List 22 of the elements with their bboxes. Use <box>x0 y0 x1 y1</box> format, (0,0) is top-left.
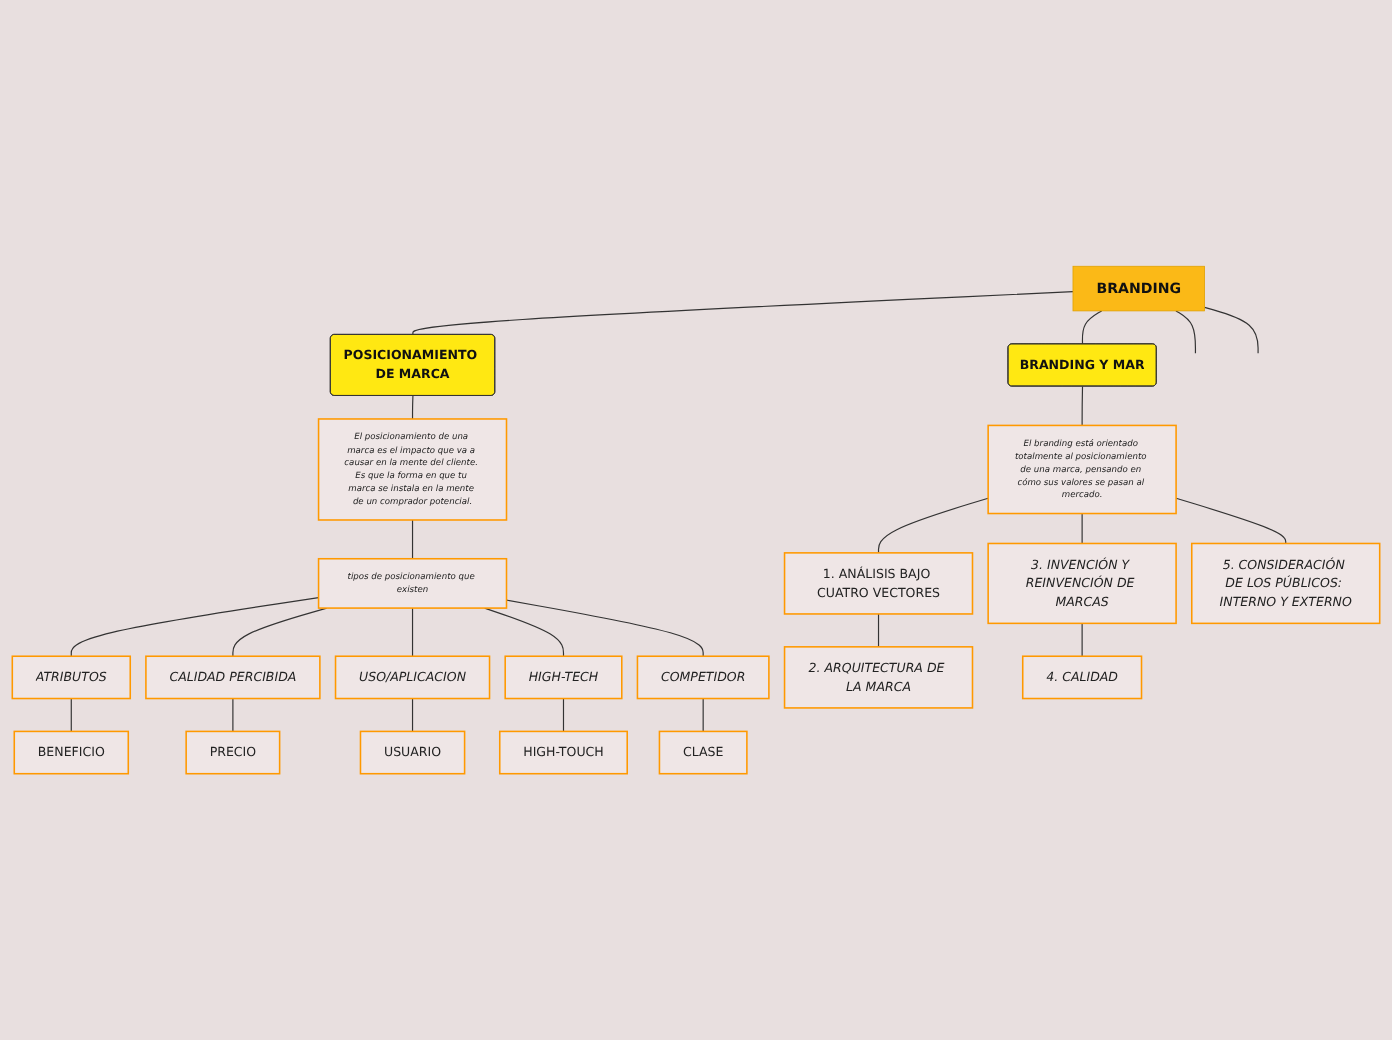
connector <box>1175 310 1197 354</box>
connector <box>411 395 414 420</box>
connector <box>1081 310 1103 345</box>
connector <box>1081 385 1084 426</box>
connector <box>702 697 704 732</box>
connector <box>1081 512 1083 545</box>
connector <box>1175 497 1287 545</box>
connector <box>1204 306 1259 354</box>
connector <box>505 599 704 657</box>
connector <box>232 697 234 732</box>
connector <box>484 607 565 657</box>
connector <box>232 607 328 657</box>
connector <box>411 519 414 560</box>
connector <box>70 597 320 657</box>
connector <box>877 613 880 648</box>
connector <box>877 497 989 554</box>
connector <box>411 607 414 657</box>
connector <box>562 697 565 732</box>
connector <box>412 291 1074 336</box>
connector <box>411 697 414 732</box>
connector <box>1081 622 1083 657</box>
connector <box>70 697 72 732</box>
